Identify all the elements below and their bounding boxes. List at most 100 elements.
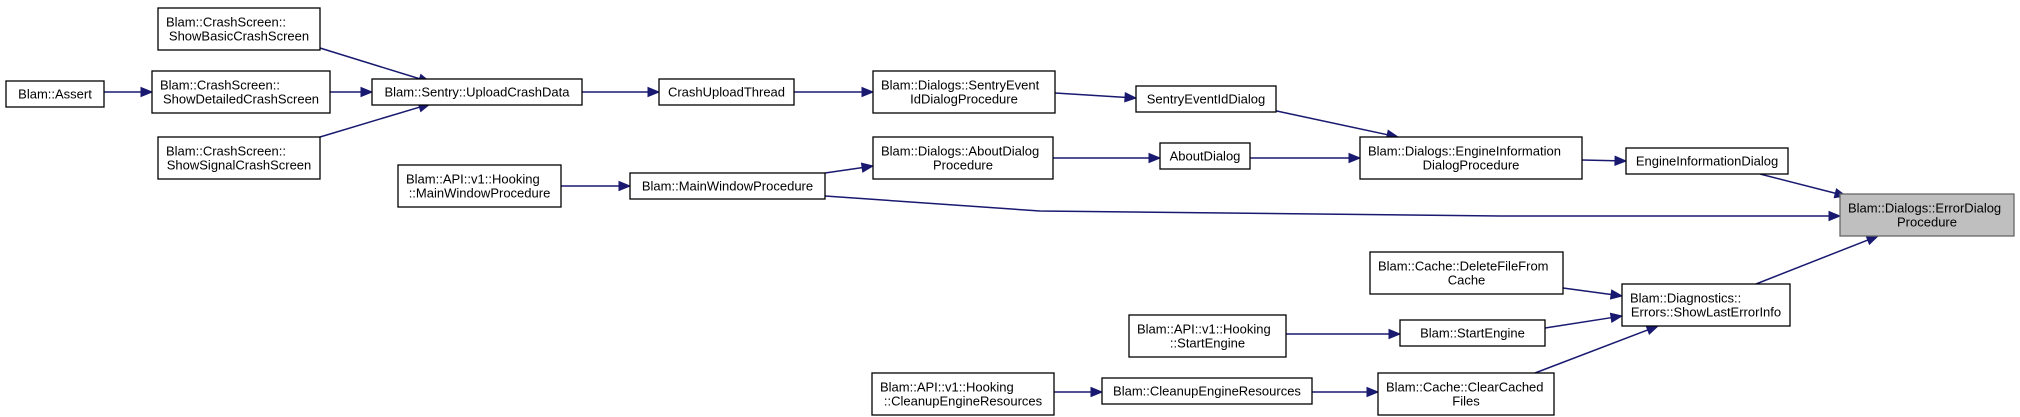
node-box[interactable] <box>1377 372 1555 416</box>
node-box[interactable] <box>1625 147 1789 175</box>
node-box[interactable] <box>872 70 1056 114</box>
edge-line <box>1759 173 1836 195</box>
node-detailed-crash[interactable]: Blam::CrashScreen::ShowDetailedCrashScre… <box>151 70 331 114</box>
node-box[interactable] <box>397 164 562 208</box>
node-box[interactable] <box>1369 251 1564 295</box>
arrowhead-icon <box>360 86 374 98</box>
node-label: Blam::API::v1::Hooking <box>1137 322 1271 337</box>
node-crash-upload-thread[interactable]: CrashUploadThread <box>658 78 795 106</box>
node-label: DialogProcedure <box>1423 158 1520 173</box>
node-engineinfo-dialog[interactable]: EngineInformationDialog <box>1625 147 1789 175</box>
edge-sentry_proc-to-sentry_dialog <box>1054 92 1138 103</box>
edge-detailed_crash-to-upload_crash <box>330 86 374 98</box>
node-cleanup[interactable]: Blam::CleanupEngineResources <box>1101 377 1313 405</box>
node-label: Procedure <box>1897 215 1957 230</box>
node-label: ShowSignalCrashScreen <box>167 158 312 173</box>
node-basic-crash[interactable]: Blam::CrashScreen::ShowBasicCrashScreen <box>157 7 321 51</box>
node-box[interactable] <box>151 70 331 114</box>
arrowhead-icon <box>1614 155 1628 166</box>
arrowhead-icon <box>1090 386 1104 398</box>
node-label: Blam::Assert <box>18 87 92 102</box>
node-show-last-error[interactable]: Blam::Diagnostics::Errors::ShowLastError… <box>1621 283 1791 327</box>
node-startengine[interactable]: Blam::StartEngine <box>1399 319 1546 347</box>
node-sentry-dialog[interactable]: SentryEventIdDialog <box>1135 85 1277 113</box>
node-box[interactable] <box>1159 142 1251 170</box>
arrowhead-icon <box>1348 152 1362 164</box>
edge-assert-to-detailed_crash <box>104 86 154 98</box>
node-label: Blam::Diagnostics:: <box>1630 291 1741 306</box>
edge-basic_crash-to-upload_crash <box>319 47 432 84</box>
edge-delete_file-to-show_last_error <box>1562 287 1624 300</box>
node-box[interactable] <box>157 7 321 51</box>
arrowhead-icon <box>1828 210 1842 222</box>
node-label: SentryEventIdDialog <box>1147 92 1266 107</box>
node-box[interactable] <box>1839 193 2015 237</box>
node-label: Blam::CleanupEngineResources <box>1113 384 1301 399</box>
edge-show_last_error-to-error_proc <box>1755 235 1880 285</box>
node-label: Blam::CrashScreen:: <box>166 144 286 159</box>
node-box[interactable] <box>5 80 105 108</box>
node-label: Blam::Cache::DeleteFileFrom <box>1378 259 1549 274</box>
node-label: ShowDetailedCrashScreen <box>163 92 319 107</box>
node-label: Blam::StartEngine <box>1420 326 1525 341</box>
edge-cleanup-to-clear_cached <box>1312 386 1380 398</box>
node-box[interactable] <box>1128 314 1287 358</box>
node-box[interactable] <box>872 136 1054 180</box>
arrowhead-icon <box>1645 325 1660 336</box>
node-box[interactable] <box>1135 85 1277 113</box>
node-label: AboutDialog <box>1170 149 1241 164</box>
node-label: ShowBasicCrashScreen <box>169 29 309 44</box>
node-label: Blam::CrashScreen:: <box>166 15 286 30</box>
arrowhead-icon <box>1865 235 1880 246</box>
node-api-startengine[interactable]: Blam::API::v1::Hooking::StartEngine <box>1128 314 1287 358</box>
node-upload-crash[interactable]: Blam::Sentry::UploadCrashData <box>371 78 583 106</box>
node-label: Blam::Dialogs::AboutDialog <box>881 144 1039 159</box>
arrowhead-icon <box>860 162 875 173</box>
node-sentry-proc[interactable]: Blam::Dialogs::SentryEventIdDialogProced… <box>872 70 1056 114</box>
edge-line <box>1534 329 1648 374</box>
edge-startengine-to-show_last_error <box>1544 312 1624 329</box>
node-box[interactable] <box>658 78 795 106</box>
node-label: Errors::ShowLastErrorInfo <box>1631 305 1781 320</box>
arrowhead-icon <box>1366 386 1380 398</box>
node-label: Blam::Cache::ClearCached <box>1386 380 1544 395</box>
node-box[interactable] <box>1359 136 1583 180</box>
node-label: Blam::Dialogs::ErrorDialog <box>1848 201 2001 216</box>
edge-sentry_dialog-to-engineinfo_proc <box>1271 109 1400 140</box>
node-label: Blam::MainWindowProcedure <box>642 179 813 194</box>
edge-line <box>319 47 420 80</box>
node-api-mainwindow[interactable]: Blam::API::v1::Hooking::MainWindowProced… <box>397 164 562 208</box>
node-api-cleanup[interactable]: Blam::API::v1::Hooking::CleanupEngineRes… <box>871 372 1055 416</box>
node-box[interactable] <box>371 78 583 106</box>
edge-line <box>824 166 863 174</box>
node-box[interactable] <box>871 372 1055 416</box>
edge-crash_upload_thread-to-sentry_proc <box>794 86 875 98</box>
edge-api_startengine-to-startengine <box>1286 328 1402 340</box>
node-label: Blam::Dialogs::SentryEvent <box>881 78 1040 93</box>
node-assert[interactable]: Blam::Assert <box>5 80 105 108</box>
edge-engineinfo_dialog-to-error_proc <box>1759 173 1848 199</box>
arrowhead-icon <box>1609 289 1624 300</box>
node-label: ::CleanupEngineResources <box>884 394 1043 409</box>
node-label: Cache <box>1448 273 1486 288</box>
edge-upload_crash-to-crash_upload_thread <box>582 86 661 98</box>
node-box[interactable] <box>1399 319 1546 347</box>
edge-about_dialog-to-engineinfo_proc <box>1250 152 1362 164</box>
node-engineinfo-proc[interactable]: Blam::Dialogs::EngineInformationDialogPr… <box>1359 136 1583 180</box>
node-box[interactable] <box>1101 377 1313 405</box>
arrowhead-icon <box>861 86 875 98</box>
node-mainwindow[interactable]: Blam::MainWindowProcedure <box>629 172 826 200</box>
edge-line <box>1054 92 1126 99</box>
edge-api_mainwindow-to-mainwindow <box>561 180 632 192</box>
node-box[interactable] <box>157 136 321 180</box>
node-about-dialog[interactable]: AboutDialog <box>1159 142 1251 170</box>
node-box[interactable] <box>629 172 826 200</box>
arrowhead-icon <box>1124 92 1138 103</box>
node-box[interactable] <box>1621 283 1791 327</box>
node-signal-crash[interactable]: Blam::CrashScreen::ShowSignalCrashScreen <box>157 136 321 180</box>
